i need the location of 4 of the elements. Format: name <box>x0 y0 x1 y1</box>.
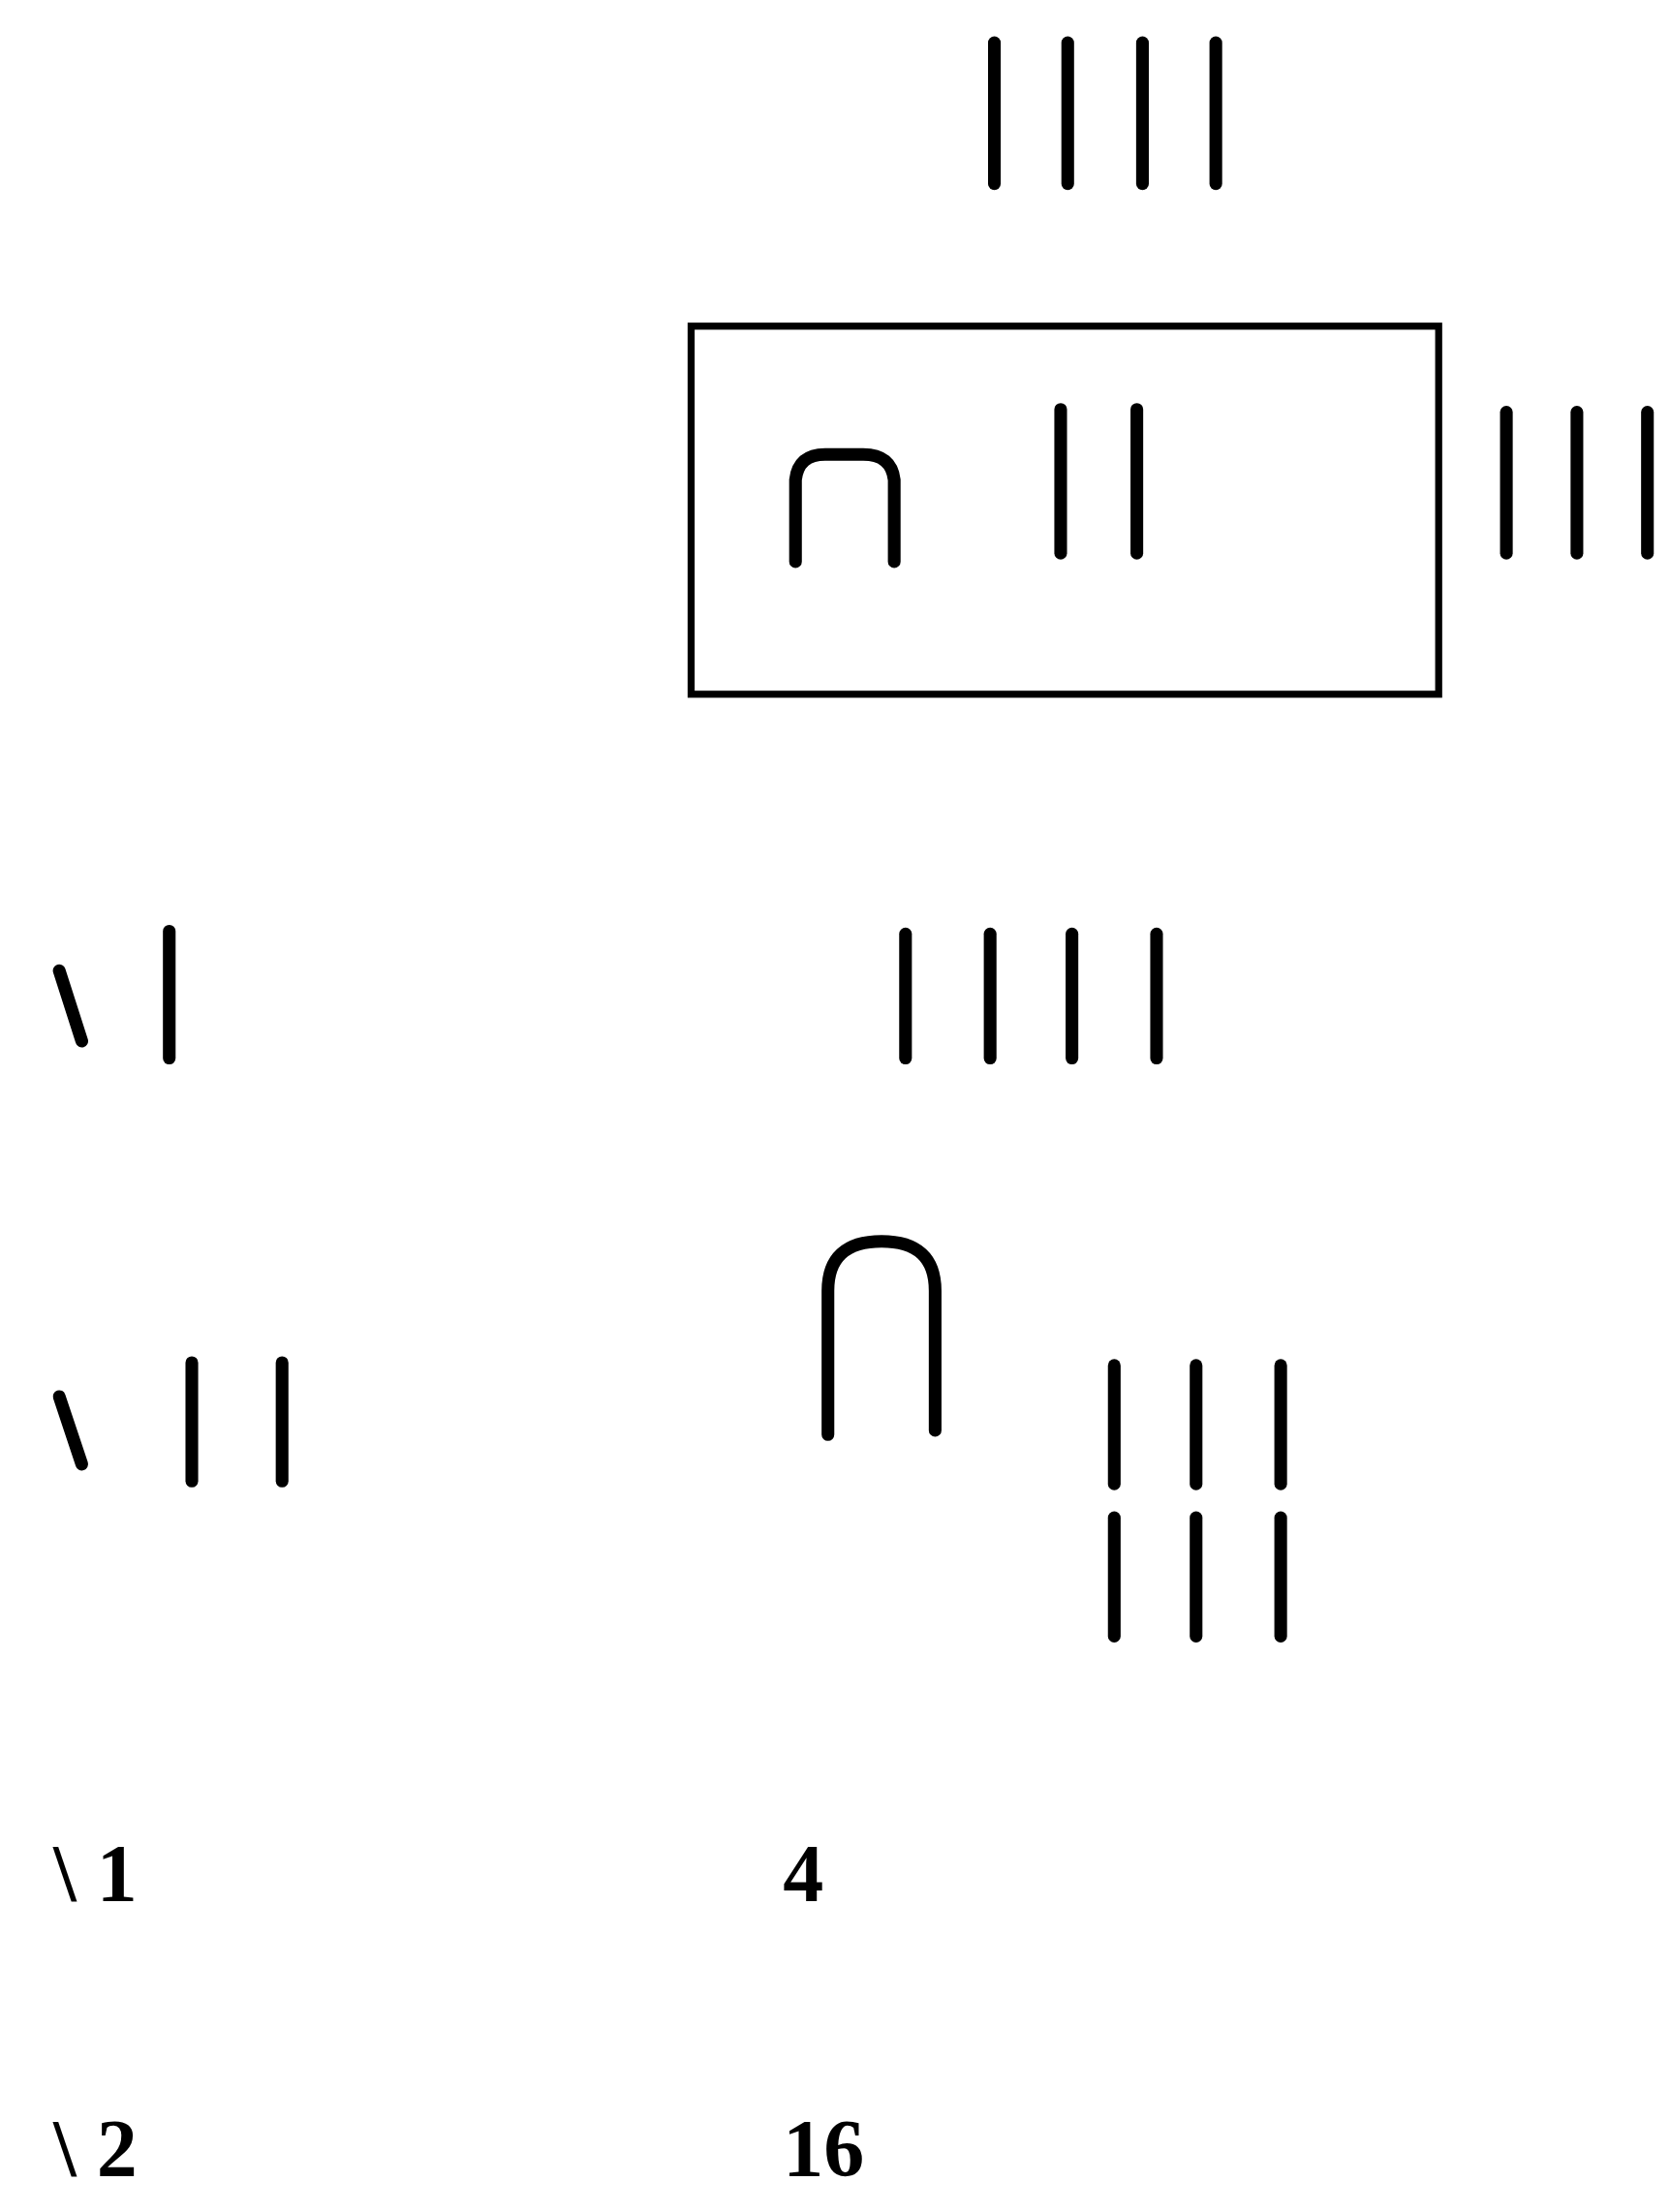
numeral-label: \ 2 <box>53 2107 138 2190</box>
numeral-label: 4 <box>783 1832 824 1915</box>
numeral-label: \ 1 <box>53 1832 138 1915</box>
numeral-label: 16 <box>783 2107 865 2190</box>
